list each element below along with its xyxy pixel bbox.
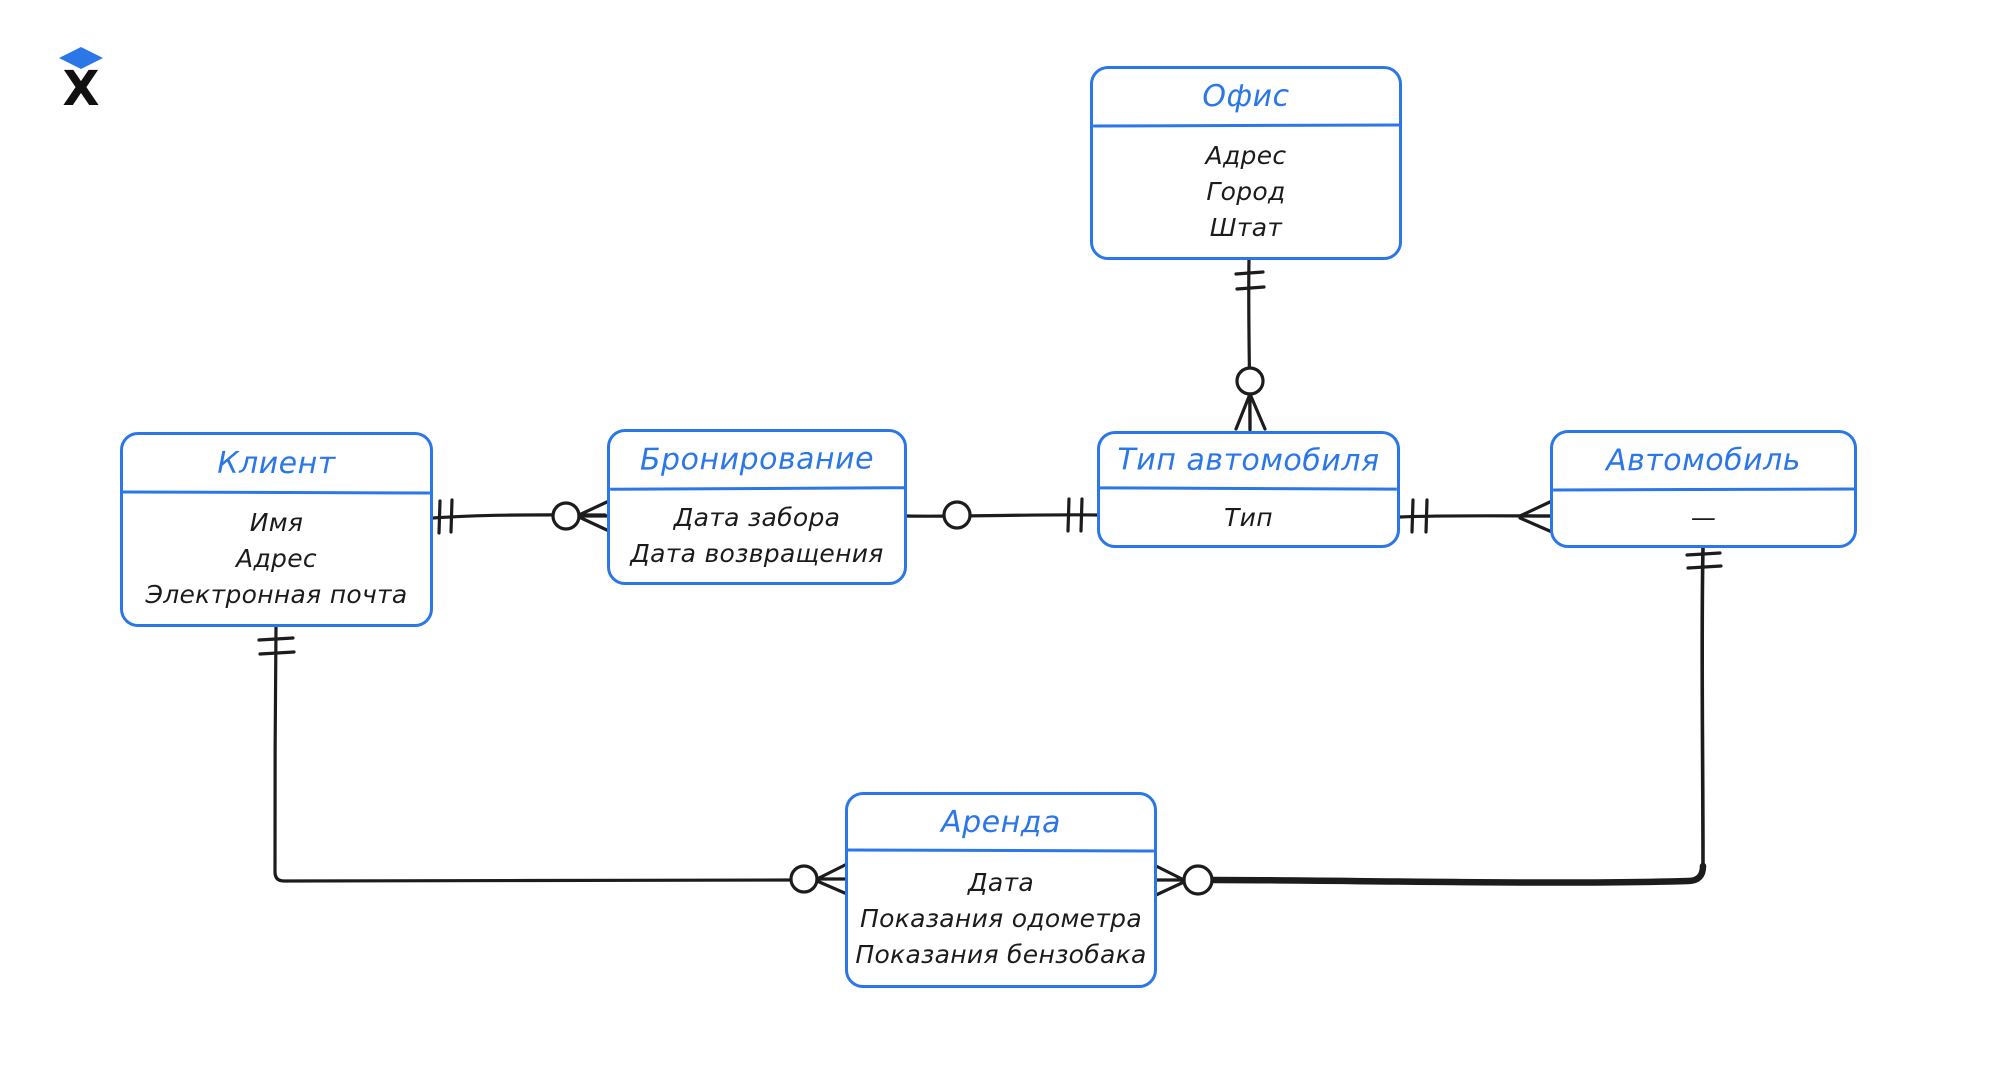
relationship-cartype-car — [1398, 498, 1554, 534]
entity-attributes: Тип — [1100, 490, 1397, 545]
entity-car-type: Тип автомобиля Тип — [1097, 431, 1400, 548]
relationship-client-rental — [257, 625, 849, 896]
relationship-car-rental — [1154, 546, 1723, 897]
entity-title: Офис — [1092, 68, 1400, 128]
entity-attribute: Адрес — [1205, 141, 1287, 170]
crow-foot — [1154, 864, 1186, 897]
logo-letter: X — [62, 61, 99, 110]
entity-attribute: Тип — [1224, 502, 1273, 532]
entity-attributes: Дата Показания одометра Показания бензоб… — [848, 852, 1154, 985]
crow-foot — [815, 862, 849, 896]
cardinality-one-ticks — [437, 498, 454, 535]
cardinality-zero-circle — [942, 500, 972, 530]
brand-logo: X — [54, 44, 108, 117]
entity-title: Аренда — [847, 794, 1155, 853]
entity-attribute: Имя — [249, 508, 304, 537]
entity-attributes: Адрес Город Штат — [1093, 127, 1399, 257]
cardinality-one-ticks — [1685, 551, 1723, 570]
cardinality-one-ticks — [1410, 498, 1429, 534]
entity-attribute: Адрес — [236, 544, 317, 573]
entity-client: Клиент Имя Адрес Электронная почта — [120, 432, 433, 627]
relationship-line — [273, 625, 793, 883]
entity-title: Бронирование — [609, 431, 905, 491]
entity-attribute: Электронная почта — [145, 580, 408, 609]
relationship-client-booking — [431, 498, 611, 535]
entity-booking: Бронирование Дата забора Дата возвращени… — [607, 429, 907, 585]
entity-title: Тип автомобиля — [1099, 433, 1398, 491]
relationship-booking-cartype — [905, 497, 1099, 533]
entity-attribute: Показания одометра — [860, 903, 1142, 933]
entity-attribute: Штат — [1209, 213, 1283, 242]
entity-attribute: Дата — [968, 867, 1034, 897]
cardinality-zero-circle — [551, 501, 581, 531]
cardinality-zero-circle — [1182, 864, 1214, 896]
cardinality-one-ticks — [1234, 270, 1266, 291]
relationship-line-thick — [1209, 862, 1707, 886]
cardinality-one-ticks — [257, 636, 296, 656]
crow-foot — [577, 499, 611, 533]
entity-title: Клиент — [122, 434, 431, 495]
entity-title: Автомобиль — [1552, 432, 1855, 492]
entity-attribute: Город — [1206, 177, 1286, 206]
logo-x-icon: X — [59, 47, 103, 117]
entity-attributes: Дата забора Дата возвращения — [610, 490, 904, 582]
entity-attributes: Имя Адрес Электронная почта — [123, 494, 430, 624]
cardinality-one-ticks — [1066, 497, 1084, 533]
entity-attribute: Дата забора — [673, 503, 841, 532]
relationship-line — [1700, 546, 1705, 871]
relationship-office-cartype — [1234, 256, 1267, 432]
entity-attribute: Дата возвращения — [630, 539, 884, 568]
entity-office: Офис Адрес Город Штат — [1090, 66, 1402, 260]
entity-attribute: — — [1690, 503, 1717, 532]
logo-diamond-icon — [59, 47, 103, 69]
entity-attributes: — — [1553, 491, 1854, 545]
relationship-line — [905, 513, 1099, 518]
crow-foot — [1518, 499, 1554, 534]
cardinality-zero-circle — [1235, 366, 1265, 396]
entity-rental: Аренда Дата Показания одометра Показания… — [845, 792, 1157, 988]
entity-attribute: Показания бензобака — [855, 939, 1147, 969]
crow-foot — [1234, 392, 1267, 431]
cardinality-zero-circle — [789, 864, 819, 894]
entity-car: Автомобиль — — [1550, 430, 1857, 548]
